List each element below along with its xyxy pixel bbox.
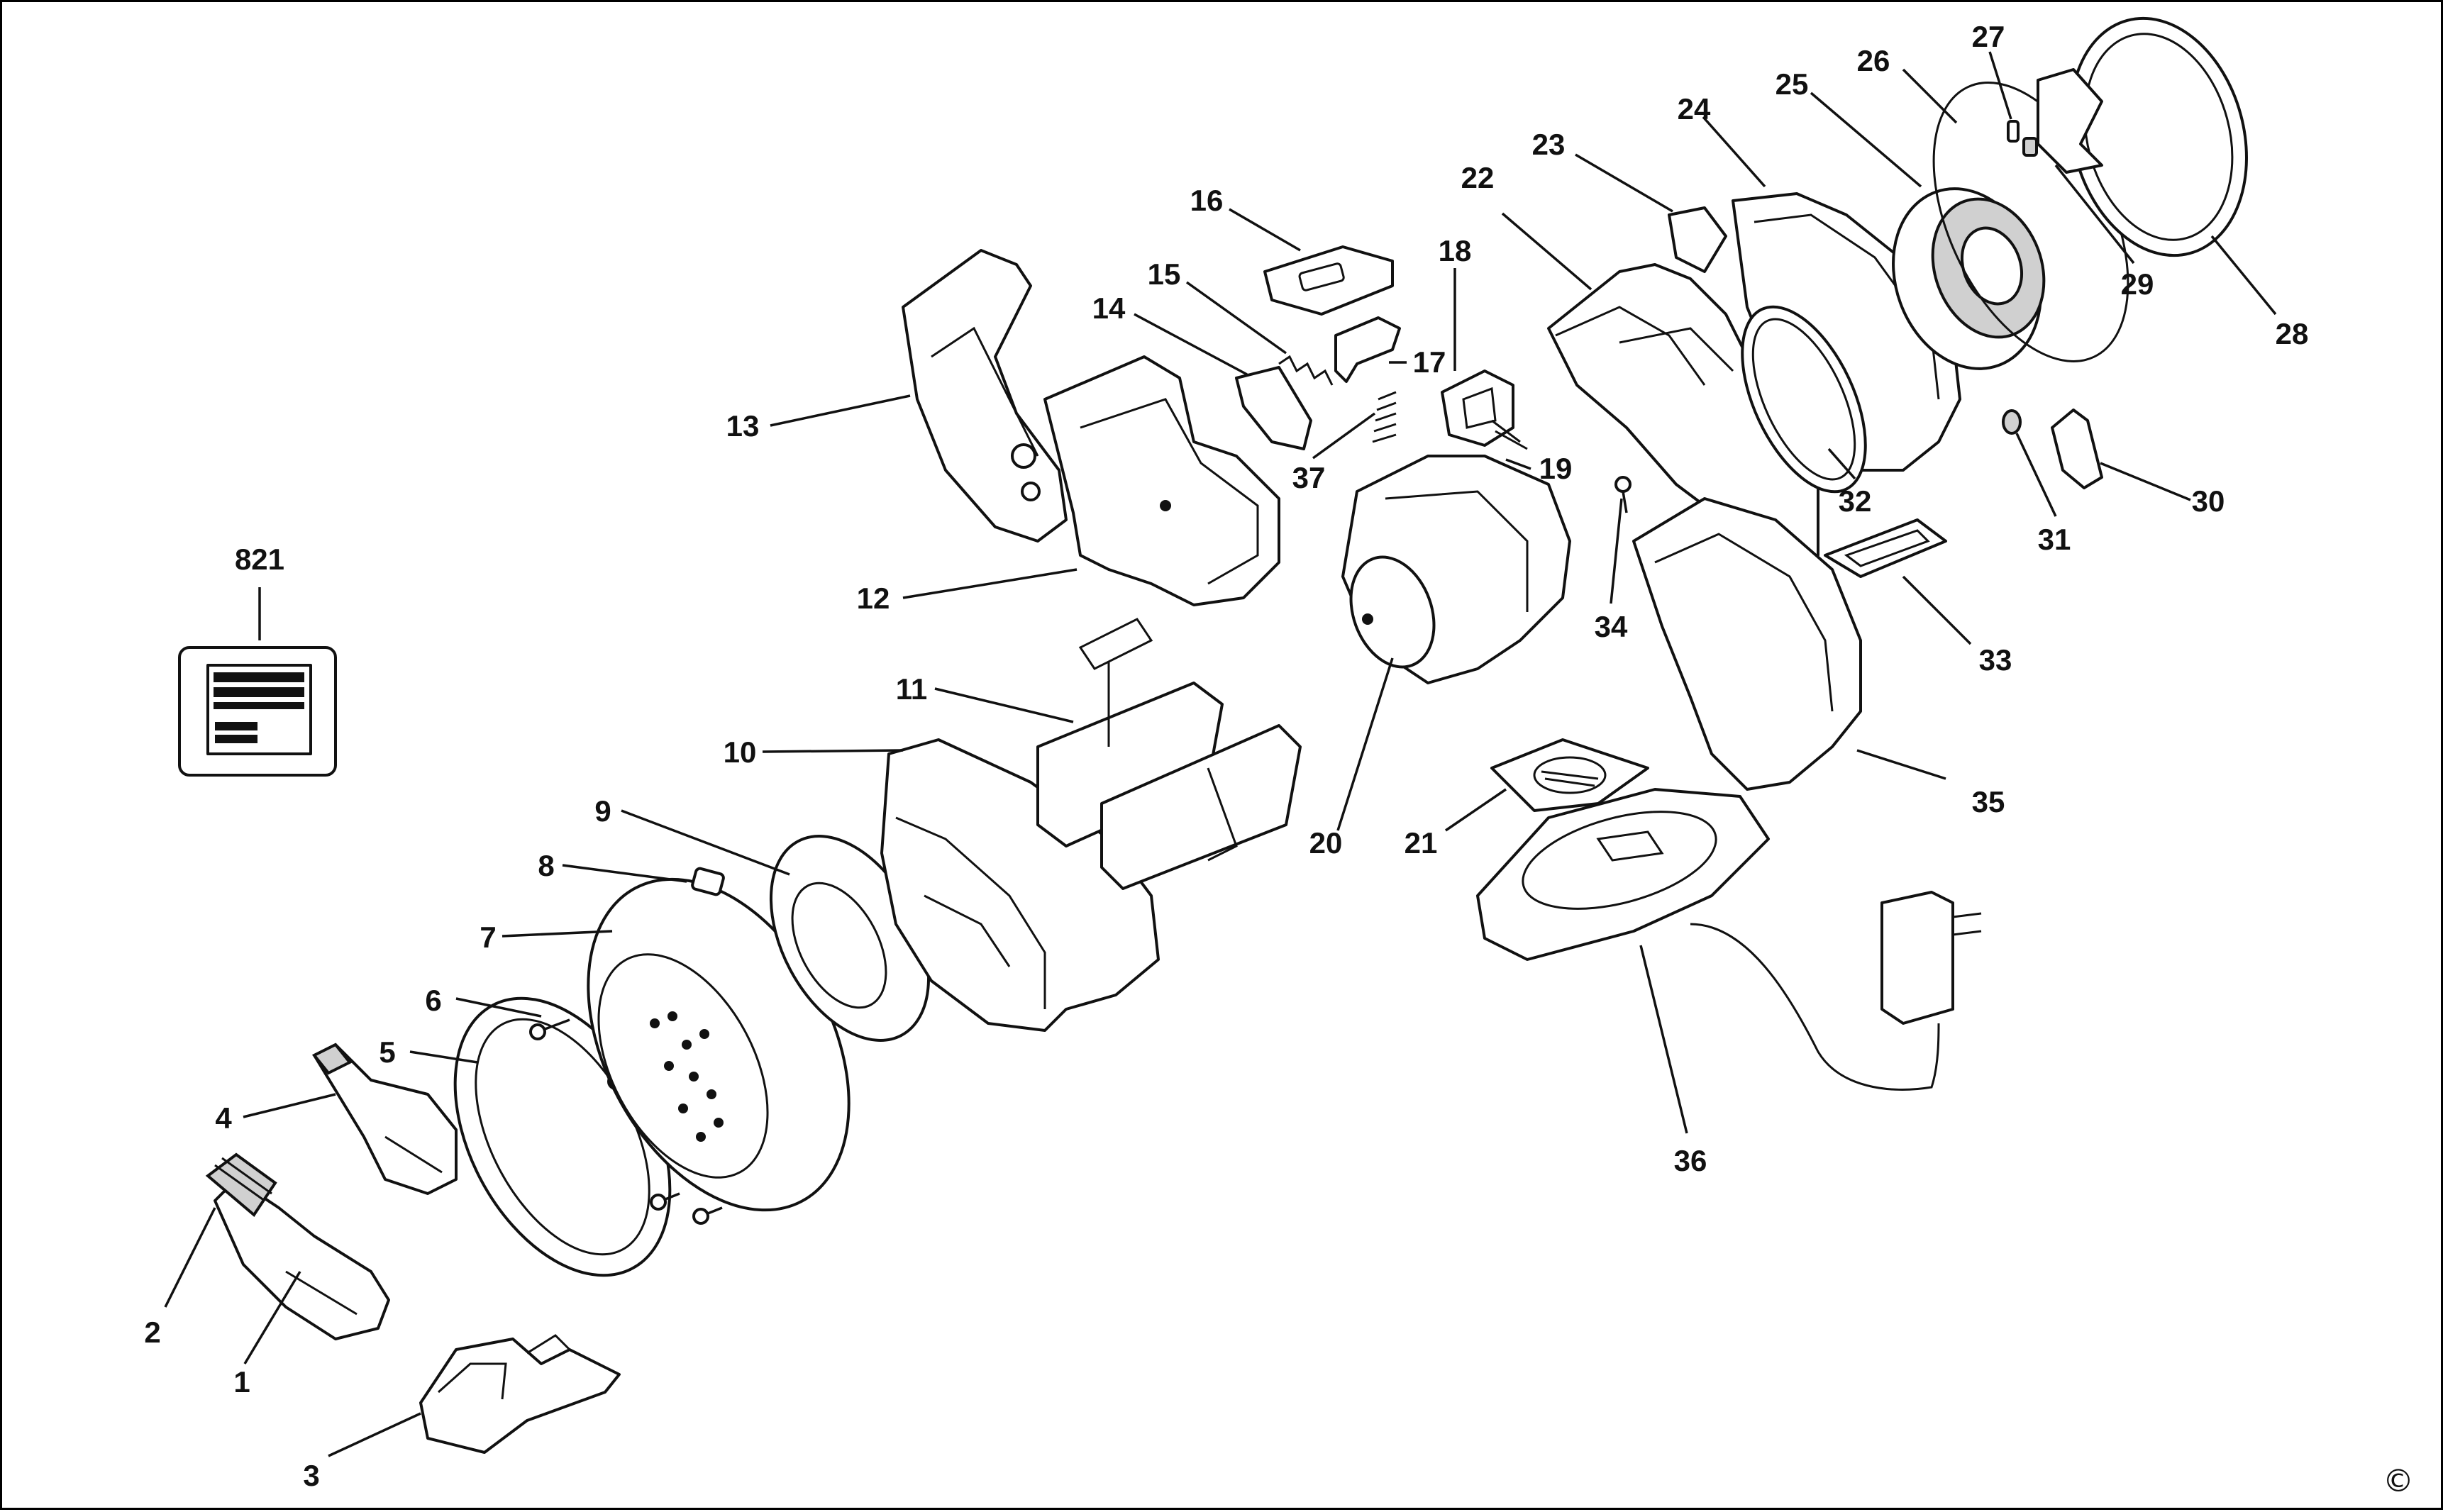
part-31-spring (2002, 409, 2022, 435)
leader-lines (164, 51, 2277, 1457)
label-14: 14 (1092, 291, 1126, 325)
part-16-button-cover (1263, 245, 1394, 316)
part-21-grill (1490, 738, 1649, 812)
label-36: 36 (1674, 1144, 1707, 1177)
part-12-bottom-shell (1043, 355, 1280, 606)
label-13: 13 (726, 409, 760, 443)
part-30-latch-button (2051, 408, 2103, 489)
label-17: 17 (1413, 345, 1446, 379)
part-28-lid (2037, 16, 2248, 257)
part-10-housing (880, 738, 1160, 1032)
label-1: 1 (233, 1365, 250, 1399)
part-22-chassis (1547, 263, 1819, 571)
copyright-mark: © (2383, 1463, 2414, 1499)
label-23: 23 (1532, 128, 1566, 161)
label-32: 32 (1839, 484, 1872, 518)
part-labels: 821 1 2 3 4 5 6 7 8 9 10 11 12 13 14 15 … (144, 20, 2308, 1492)
part-37-spring (1372, 391, 1397, 443)
part-2-brush-head (205, 1152, 277, 1217)
label-33: 33 (1979, 643, 2012, 677)
label-16: 16 (1190, 184, 1224, 217)
part-7-front-cover (587, 877, 851, 1212)
label-20: 20 (1309, 826, 1343, 860)
part-13-handle (902, 249, 1068, 543)
part-33-window (1824, 518, 1947, 578)
label-37: 37 (1292, 461, 1326, 494)
label-24: 24 (1678, 92, 1711, 126)
label-10: 10 (724, 735, 757, 769)
label-7: 7 (480, 921, 496, 954)
part-3-charging-base (419, 1334, 621, 1454)
label-5: 5 (379, 1035, 395, 1069)
label-28: 28 (2276, 317, 2309, 350)
label-2: 2 (144, 1316, 160, 1349)
part-17-release-button (1334, 316, 1401, 383)
label-19: 19 (1539, 452, 1573, 485)
part-32-oring (1741, 305, 1867, 494)
label-4: 4 (215, 1101, 232, 1135)
part-23-seal-piece (1668, 206, 1727, 273)
label-11: 11 (896, 672, 927, 706)
label-27: 27 (1972, 20, 2005, 53)
vent-holes (650, 1011, 724, 1142)
part-27-pin (2007, 120, 2020, 143)
part-11-battery-pack (1036, 618, 1302, 890)
label-31: 31 (2038, 523, 2071, 556)
part-4-dusting-tool (311, 1043, 458, 1195)
part-8-clip (691, 867, 725, 896)
label-18: 18 (1439, 234, 1472, 267)
label-12: 12 (857, 582, 890, 615)
label-22: 22 (1461, 161, 1495, 194)
label-26: 26 (1857, 44, 1890, 77)
part-20-motor (1341, 455, 1571, 684)
label-35: 35 (1972, 785, 2005, 818)
label-25: 25 (1776, 67, 1809, 101)
kit-label-821: 821 (235, 543, 284, 576)
label-21: 21 (1405, 826, 1438, 860)
label-6: 6 (425, 984, 441, 1017)
part-14-switch (1235, 366, 1312, 450)
part-35-outer-shell (1632, 497, 1862, 791)
part-29-spring (2022, 137, 2038, 157)
label-8: 8 (538, 849, 554, 882)
label-9: 9 (594, 794, 611, 828)
label-3: 3 (303, 1459, 319, 1492)
label-34: 34 (1595, 610, 1628, 643)
part-34-screw (1614, 476, 1632, 513)
label-15: 15 (1148, 257, 1181, 291)
part-18-latch (1441, 369, 1528, 450)
label-29: 29 (2121, 267, 2154, 301)
part-15-spring (1278, 355, 1334, 386)
part-36-charger (1476, 788, 1982, 1091)
part-821-label-plate (178, 646, 337, 777)
label-30: 30 (2192, 484, 2225, 518)
